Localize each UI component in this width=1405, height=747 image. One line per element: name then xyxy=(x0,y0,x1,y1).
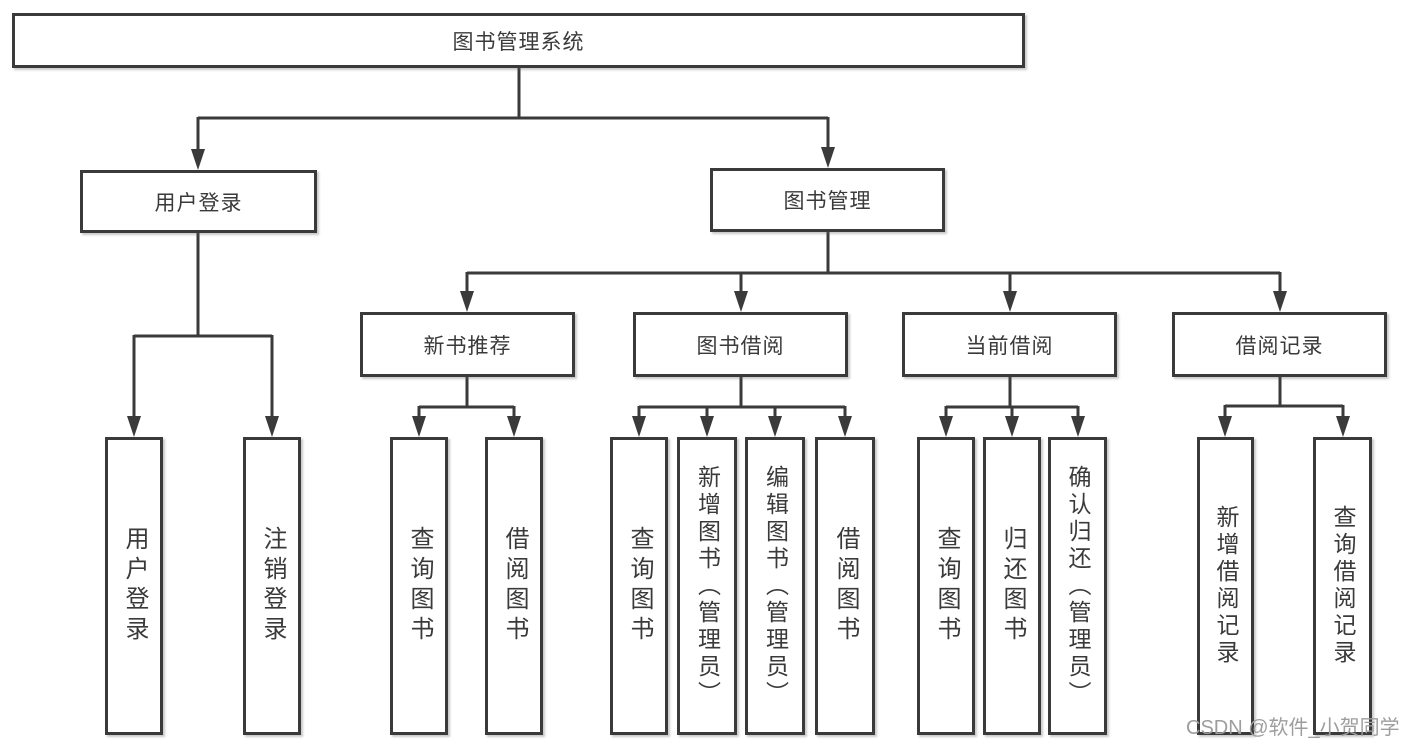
leaf-user-login: 用户登录 xyxy=(105,437,163,735)
node-new-book-recommendation-label: 新书推荐 xyxy=(423,334,512,358)
node-book-management: 图书管理 xyxy=(710,168,945,232)
node-user-login-label: 用户登录 xyxy=(154,191,243,215)
leaf-query-borrow-record-label: 查询借阅记录 xyxy=(1330,505,1356,667)
connector-root-to-level2 xyxy=(191,66,835,170)
arrowhead xyxy=(768,416,782,437)
arrowhead xyxy=(412,416,426,437)
arrowhead xyxy=(1273,291,1287,312)
node-new-book-recommendation: 新书推荐 xyxy=(360,312,575,377)
node-root-label: 图书管理系统 xyxy=(452,30,585,54)
leaf-borrowing-query-books: 查询图书 xyxy=(610,437,668,735)
leaf-add-books-admin-label: 新增图书（管理员） xyxy=(694,464,721,708)
leaf-query-borrow-record: 查询借阅记录 xyxy=(1313,437,1372,735)
node-book-borrowing: 图书借阅 xyxy=(633,312,848,377)
leaf-add-books-admin: 新增图书（管理员） xyxy=(677,437,737,735)
leaf-borrowing-query-books-label: 查询图书 xyxy=(626,526,653,646)
arrowhead xyxy=(191,149,205,170)
leaf-confirm-return-admin-label: 确认归还（管理员） xyxy=(1065,464,1091,708)
arrowhead xyxy=(265,416,279,437)
leaf-current-query-books-label: 查询图书 xyxy=(933,526,960,646)
leaf-recommend-query-books-label: 查询图书 xyxy=(406,526,433,646)
leaf-recommend-borrow-books-label: 借阅图书 xyxy=(501,526,528,646)
arrowhead xyxy=(1005,416,1019,437)
arrowhead xyxy=(734,291,748,312)
leaf-current-query-books: 查询图书 xyxy=(917,437,975,735)
leaf-borrow-books-label: 借阅图书 xyxy=(832,526,859,646)
node-book-borrowing-label: 图书借阅 xyxy=(696,334,785,358)
node-current-borrowing-label: 当前借阅 xyxy=(965,334,1054,358)
leaf-add-borrow-record-label: 新增借阅记录 xyxy=(1213,505,1239,667)
node-root: 图书管理系统 xyxy=(12,13,1025,68)
node-borrowing-records-label: 借阅记录 xyxy=(1235,334,1324,358)
node-user-login: 用户登录 xyxy=(80,170,317,233)
leaf-borrow-books: 借阅图书 xyxy=(815,437,875,735)
connector-borrowrecord-to-leaves xyxy=(1218,377,1350,437)
leaf-recommend-borrow-books: 借阅图书 xyxy=(485,437,543,735)
connector-currentborrow-to-leaves xyxy=(939,377,1085,437)
leaf-logout: 注销登录 xyxy=(243,437,301,735)
leaf-confirm-return-admin: 确认归还（管理员） xyxy=(1048,437,1107,735)
connector-bookmgmt-to-level3 xyxy=(460,232,1287,312)
node-borrowing-records: 借阅记录 xyxy=(1172,312,1387,377)
arrowhead xyxy=(821,147,835,168)
arrowhead xyxy=(507,416,521,437)
arrowhead xyxy=(1218,416,1232,437)
arrowhead xyxy=(838,416,852,437)
arrowhead xyxy=(1003,291,1017,312)
arrowhead xyxy=(460,291,474,312)
connector-userlogin-to-leaves xyxy=(127,233,279,437)
leaf-return-books: 归还图书 xyxy=(983,437,1041,735)
leaf-logout-label: 注销登录 xyxy=(259,526,286,646)
connector-newbookrec-to-leaves xyxy=(412,377,521,437)
arrowhead xyxy=(127,416,141,437)
arrowhead xyxy=(632,416,646,437)
leaf-edit-books-admin: 编辑图书（管理员） xyxy=(745,437,805,735)
leaf-edit-books-admin-label: 编辑图书（管理员） xyxy=(762,464,789,708)
connector-bookborrow-to-leaves xyxy=(632,377,852,437)
arrowhead xyxy=(939,416,953,437)
arrowhead xyxy=(1071,416,1085,437)
leaf-return-books-label: 归还图书 xyxy=(999,526,1026,646)
arrowhead xyxy=(700,416,714,437)
node-book-management-label: 图书管理 xyxy=(783,190,872,213)
leaf-recommend-query-books: 查询图书 xyxy=(390,437,448,735)
arrowhead xyxy=(1336,416,1350,437)
csdn-watermark: CSDN @软件_小贺同学 xyxy=(1186,717,1400,739)
leaf-user-login-label: 用户登录 xyxy=(121,526,148,646)
node-current-borrowing: 当前借阅 xyxy=(902,312,1117,377)
leaf-add-borrow-record: 新增借阅记录 xyxy=(1197,437,1254,735)
